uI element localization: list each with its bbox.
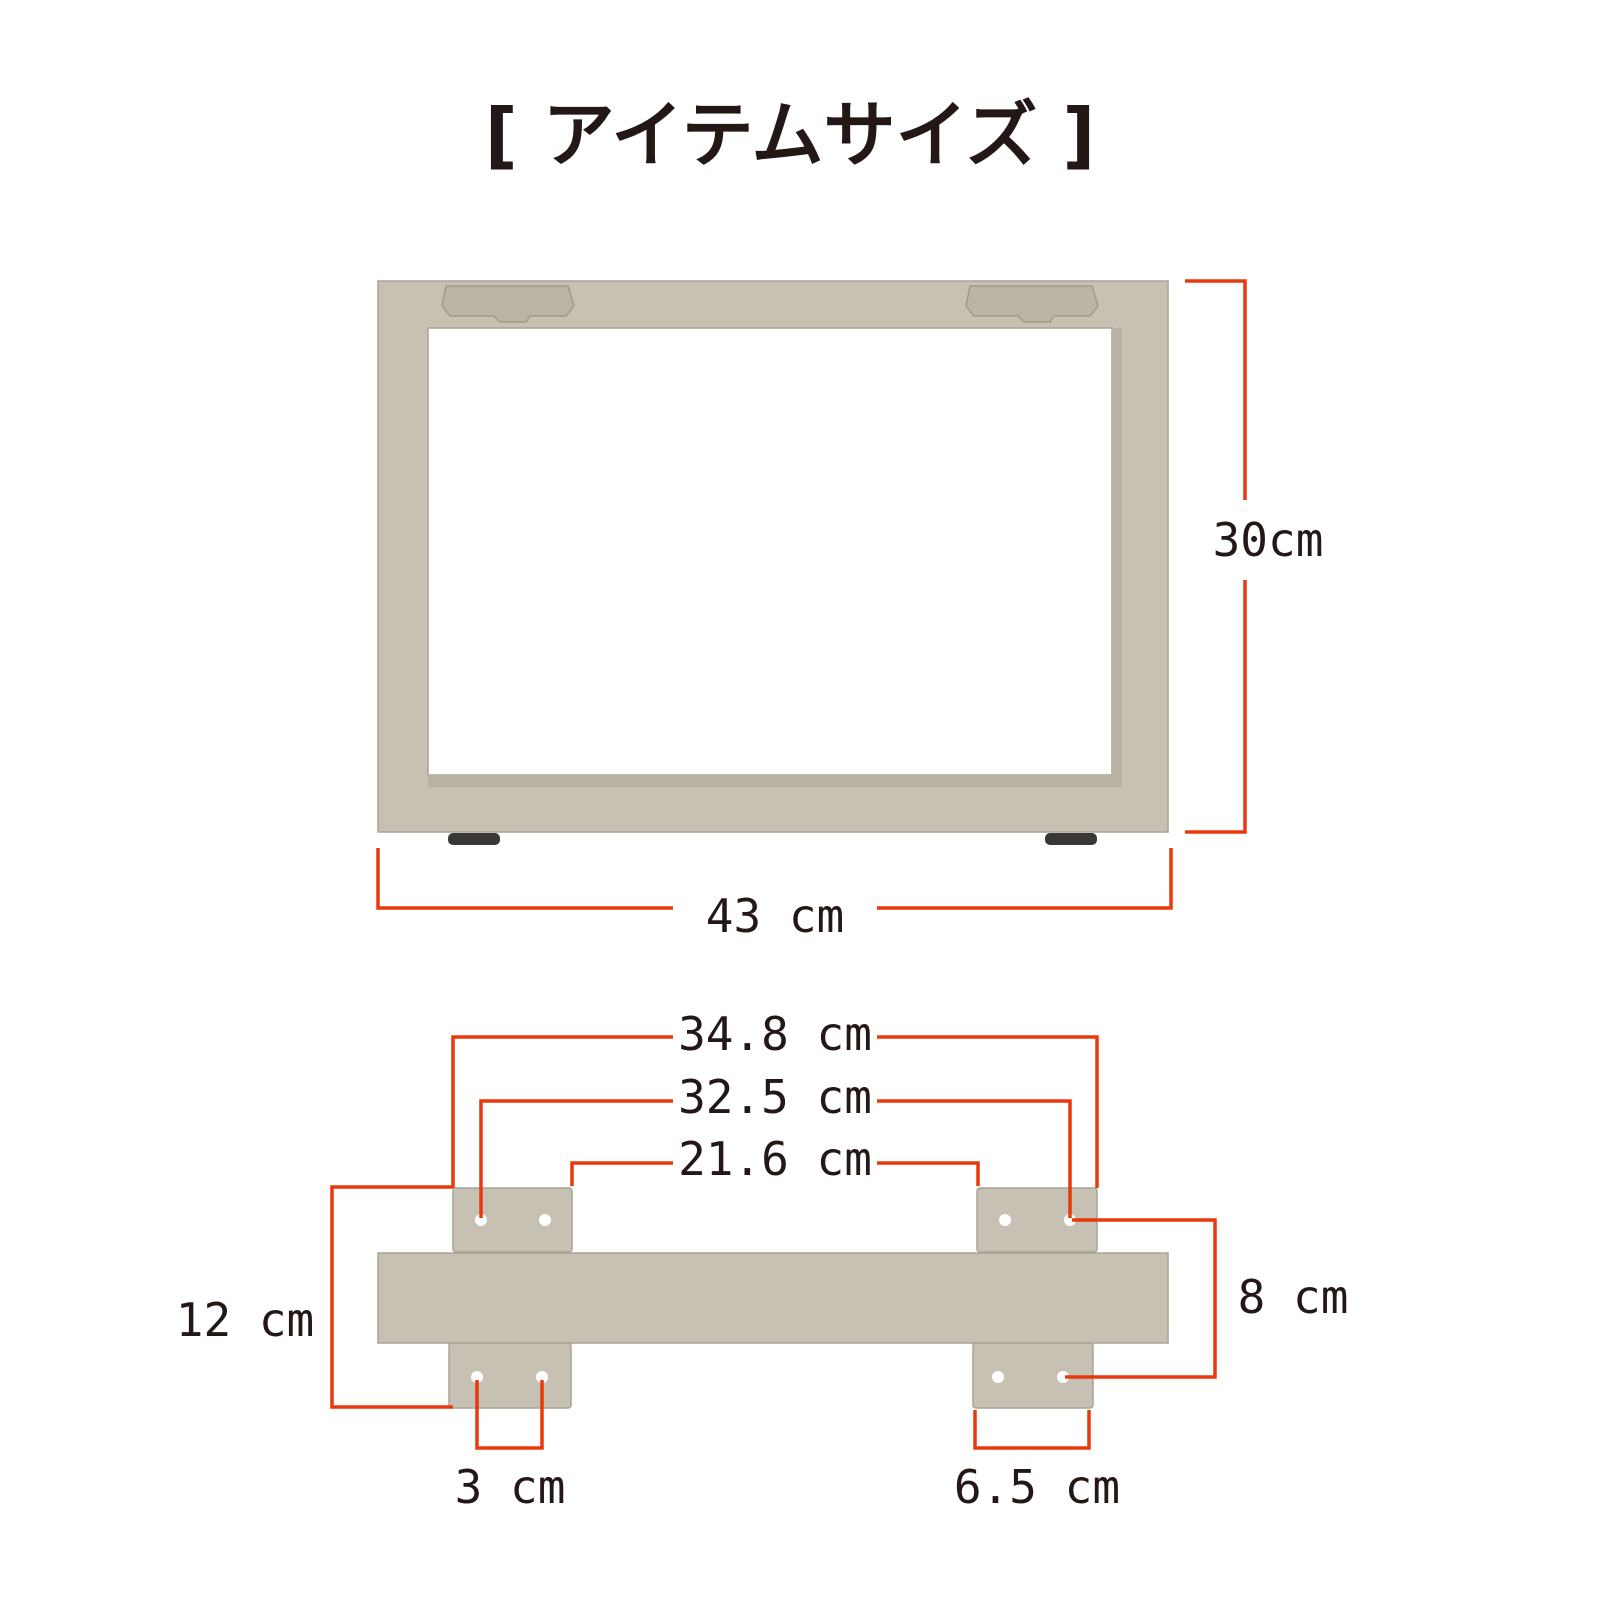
mounting-bracket-left <box>441 285 575 323</box>
outer-span-label: 34.8 cm <box>678 1007 872 1061</box>
page-title: [ アイテムサイズ ] <box>485 93 1096 177</box>
depth-label: 12 cm <box>176 1293 314 1347</box>
foot-left <box>448 833 500 845</box>
top-view-dimensions: 34.8 cm 32.5 cm 21.6 cm 12 cm 8 cm 3 cm … <box>176 1007 1349 1514</box>
mounting-bracket-right <box>965 285 1099 323</box>
table-leg-top-view <box>377 1187 1169 1409</box>
foot-right <box>1045 833 1097 845</box>
width-label: 43 cm <box>706 889 844 943</box>
hole-pitch-label: 3 cm <box>455 1460 566 1514</box>
inner-span-label: 21.6 cm <box>678 1132 872 1186</box>
hole-span-label: 32.5 cm <box>678 1070 872 1124</box>
plate-width-label: 6.5 cm <box>954 1460 1120 1514</box>
width-dimension: 43 cm <box>376 848 1173 943</box>
table-leg-front-view <box>377 280 1169 845</box>
hole-depth-label: 8 cm <box>1238 1270 1349 1324</box>
height-dimension: 30cm <box>1185 279 1324 834</box>
height-label: 30cm <box>1213 513 1324 567</box>
